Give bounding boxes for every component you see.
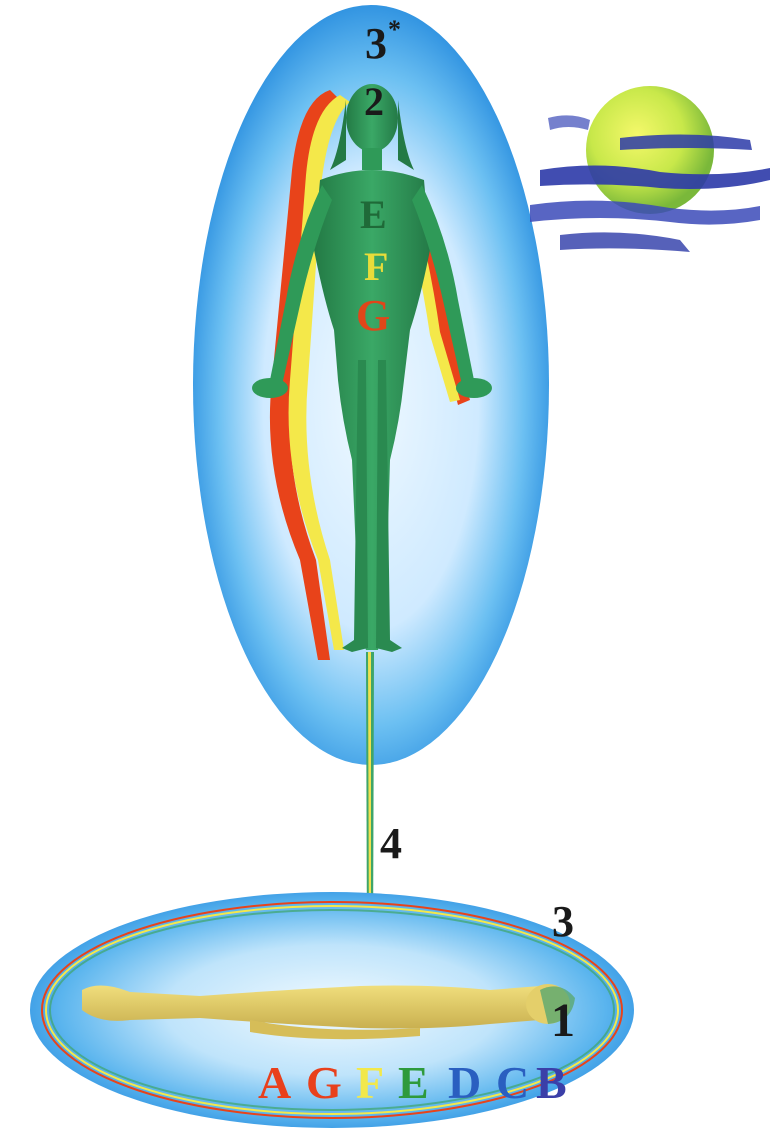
label-top-star: * bbox=[388, 15, 401, 44]
letter-row-item: C bbox=[496, 1057, 529, 1108]
label-cord-number: 4 bbox=[380, 819, 402, 868]
label-torso-middle: F bbox=[364, 244, 388, 289]
label-top-number: 3 bbox=[365, 19, 387, 68]
label-torso-lower: G bbox=[356, 291, 390, 340]
moon-with-clouds bbox=[530, 86, 770, 252]
label-head-number: 2 bbox=[364, 79, 384, 124]
label-ring-number: 3 bbox=[552, 897, 574, 946]
letter-row-item: G bbox=[306, 1057, 342, 1108]
moon-icon bbox=[586, 86, 714, 214]
letter-row-item: E bbox=[398, 1057, 429, 1108]
letter-row-item: B bbox=[536, 1057, 567, 1108]
letter-row-item: F bbox=[356, 1057, 384, 1108]
label-body-number: 1 bbox=[551, 994, 575, 1047]
letter-row-item: D bbox=[448, 1057, 481, 1108]
label-torso-upper: E bbox=[360, 192, 387, 237]
letter-row-item: A bbox=[258, 1057, 291, 1108]
